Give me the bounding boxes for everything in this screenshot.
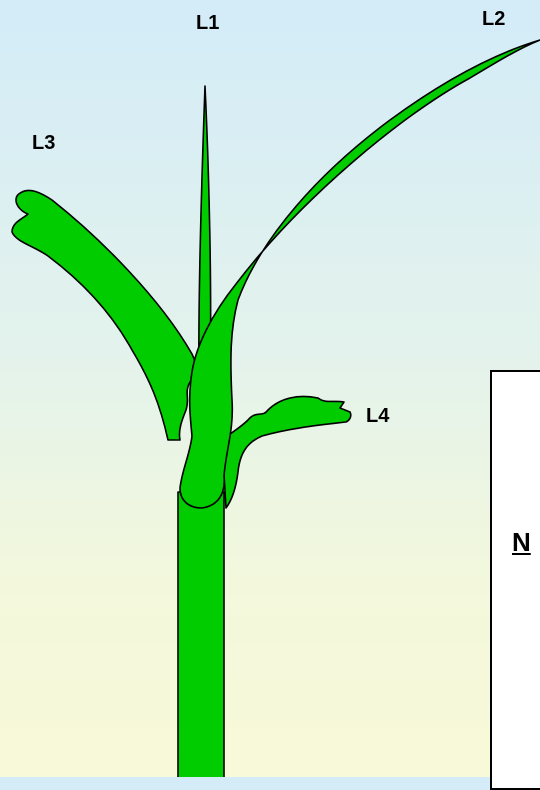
leaf-label-l3: L3 (32, 132, 55, 155)
leaf-label-l4: L4 (366, 405, 389, 428)
leaf-label-l2: L2 (482, 8, 505, 31)
leaf-l3 (12, 190, 196, 440)
stem (178, 492, 224, 777)
info-box-text: N (512, 527, 531, 558)
leaf-label-l1: L1 (196, 12, 219, 35)
leaf-l4 (222, 397, 351, 509)
info-box: N (490, 370, 540, 790)
